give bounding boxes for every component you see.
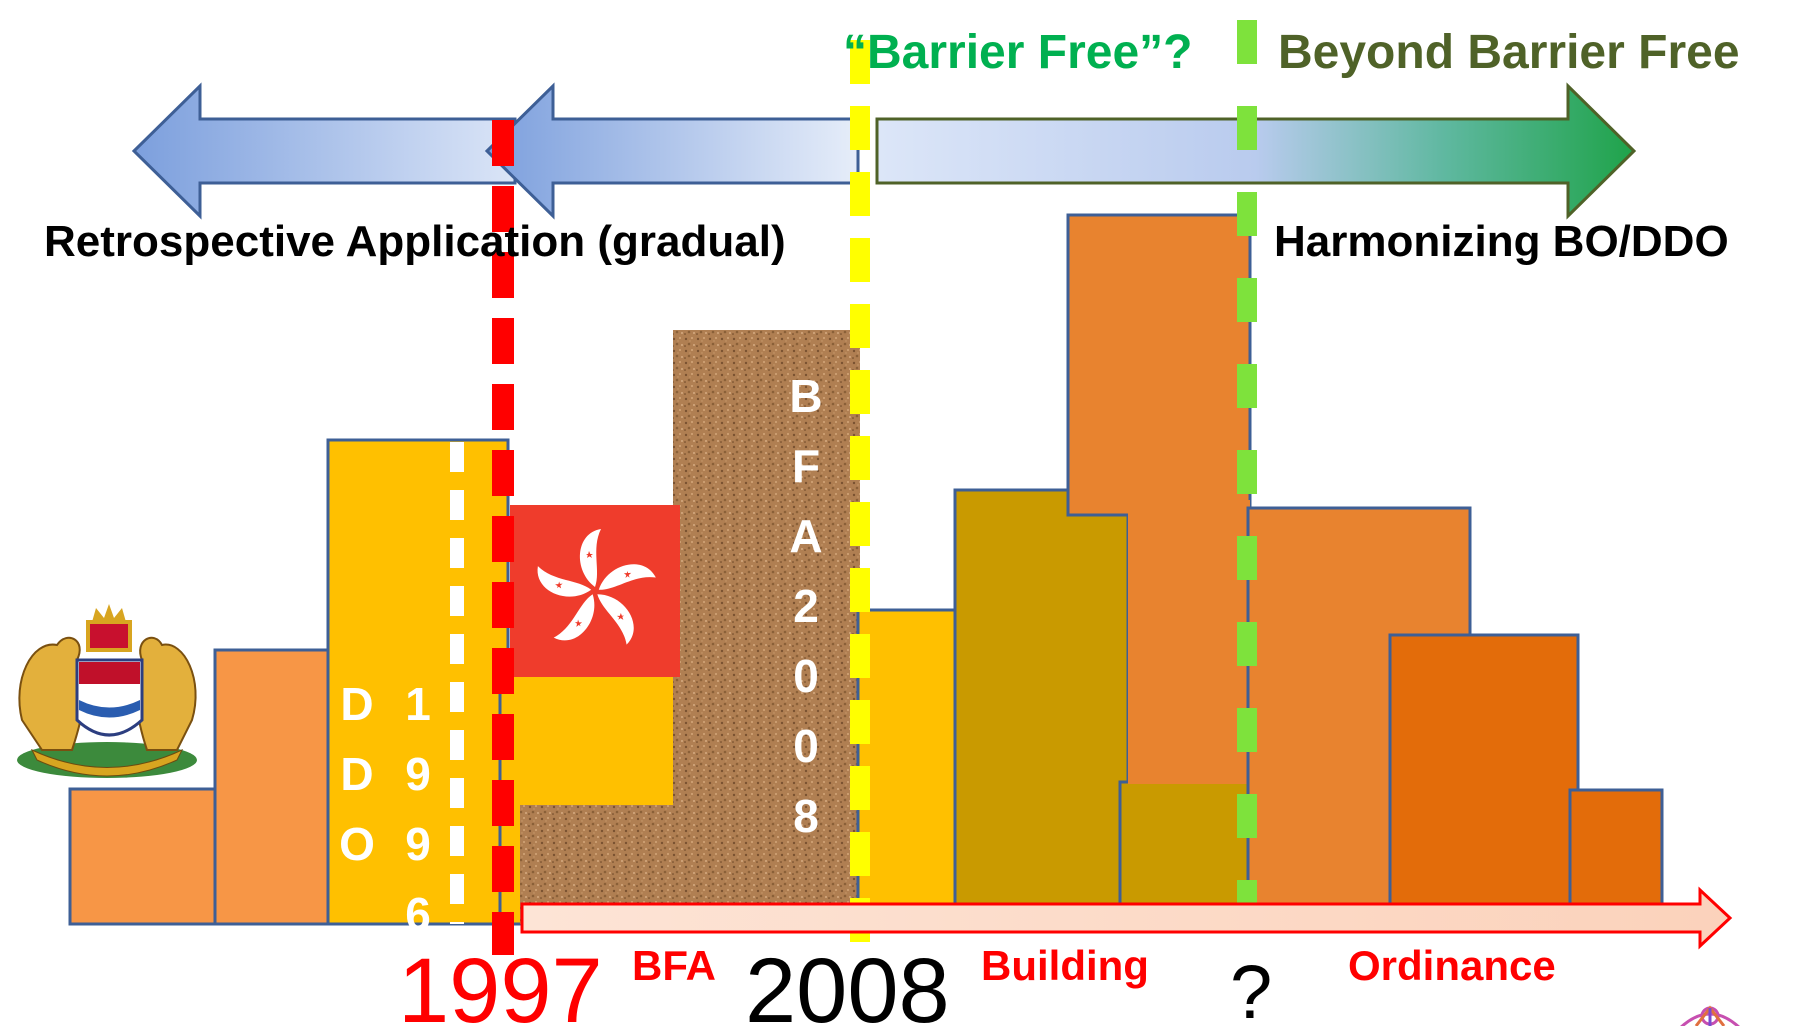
block-ddo-base xyxy=(68,787,227,926)
timeline-label-bfa: BFA xyxy=(632,942,716,989)
ddo-letter: O xyxy=(339,818,375,870)
timeline-arrow xyxy=(520,886,1733,950)
bfa-letter: F xyxy=(792,440,820,492)
ddo-letter: D xyxy=(340,678,373,730)
bfa-letter: 8 xyxy=(793,790,819,842)
ddo-digit: 1 xyxy=(405,678,431,730)
corner-logo-icon xyxy=(1680,1005,1740,1026)
timeline-label-building: Building xyxy=(981,942,1149,989)
bfa-letter: 2 xyxy=(793,580,819,632)
bfa-letter: 0 xyxy=(793,650,819,702)
year-1997: 1997 xyxy=(398,940,603,1026)
beyond-barrier-free-title: Beyond Barrier Free xyxy=(1278,26,1740,79)
barrier-free-question: “Barrier Free”? xyxy=(843,26,1192,79)
bar-blocks xyxy=(68,213,1664,926)
bfa-letter: 0 xyxy=(793,720,819,772)
hk-flag-icon xyxy=(510,505,680,677)
ddo-letter: D xyxy=(340,748,373,800)
arrow-left-outer xyxy=(131,82,517,220)
arrow-left-inner xyxy=(484,82,860,220)
block-ordinance-right xyxy=(1388,633,1580,926)
arrow-right-green xyxy=(875,82,1637,220)
bfa-letter: B xyxy=(789,370,822,422)
ddo-year-digits: 1 9 9 6 xyxy=(405,678,431,940)
timeline-label-unknown: ? xyxy=(1230,950,1272,1026)
block-tall-orange-lower xyxy=(1128,500,1250,784)
year-2008: 2008 xyxy=(745,940,950,1026)
block-bfa2008-cork xyxy=(673,330,860,924)
retrospective-label: Retrospective Application (gradual) xyxy=(44,217,786,266)
ddo-digit: 6 xyxy=(405,888,431,940)
block-building-low xyxy=(1118,780,1252,926)
ddo-letters: D D O xyxy=(339,678,375,870)
timeline-label-ordinance: Ordinance xyxy=(1348,942,1556,989)
ddo-digit: 9 xyxy=(405,748,431,800)
block-ordinance-tail xyxy=(1568,788,1664,926)
block-2008-gold xyxy=(856,608,960,926)
ddo-digit: 9 xyxy=(405,818,431,870)
bfa-letter: A xyxy=(789,510,822,562)
bfa2008-letters: B F A 2 0 0 8 xyxy=(789,370,822,842)
harmonizing-label: Harmonizing BO/DDO xyxy=(1274,217,1729,266)
block-tall-orange xyxy=(1066,213,1252,517)
block-building-olive xyxy=(953,488,1130,926)
coat-of-arms-icon xyxy=(17,604,197,778)
